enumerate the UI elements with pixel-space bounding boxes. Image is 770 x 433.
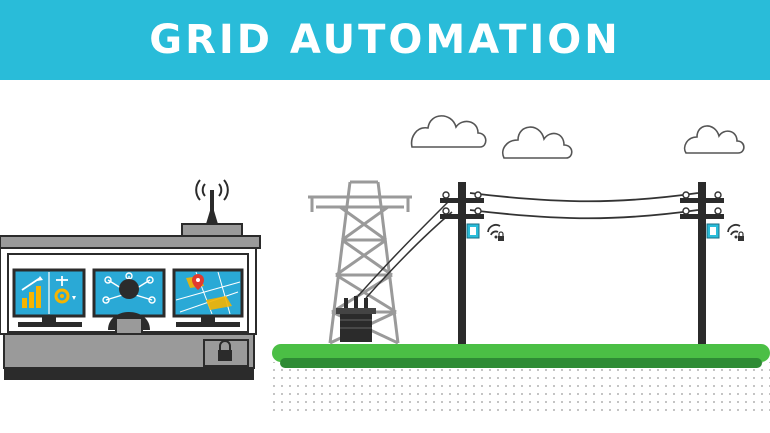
cloud-icon <box>683 125 745 154</box>
network-icon <box>102 272 156 304</box>
title-banner: GRID AUTOMATION <box>0 0 770 80</box>
lock-icon <box>218 340 232 361</box>
power-line <box>357 199 451 297</box>
gear-icon <box>54 276 76 304</box>
transformer <box>336 296 376 342</box>
cloud-icon <box>410 115 487 148</box>
control-center <box>0 179 261 380</box>
cloud-icon <box>502 126 573 159</box>
ground-shadow <box>280 358 762 368</box>
ground-grass <box>272 344 770 362</box>
page-title: GRID AUTOMATION <box>149 17 621 63</box>
power-line <box>469 192 699 203</box>
dotted-ground <box>272 362 770 412</box>
grid-scene-illustration <box>0 115 770 412</box>
monitor-analytics <box>12 268 86 327</box>
smart-sensor <box>466 223 480 239</box>
operator-avatar <box>108 279 150 335</box>
power-line <box>365 211 453 299</box>
antenna-icon <box>181 179 243 237</box>
map-pin-icon <box>192 274 204 290</box>
utility-pole <box>440 182 484 344</box>
power-line <box>469 209 699 220</box>
wifi-lock-icon <box>487 224 504 241</box>
wifi-lock-icon <box>727 224 744 241</box>
smart-sensor <box>706 223 720 239</box>
bar-chart-icon <box>21 276 43 308</box>
utility-pole <box>680 182 724 344</box>
monitor-map <box>172 268 244 327</box>
